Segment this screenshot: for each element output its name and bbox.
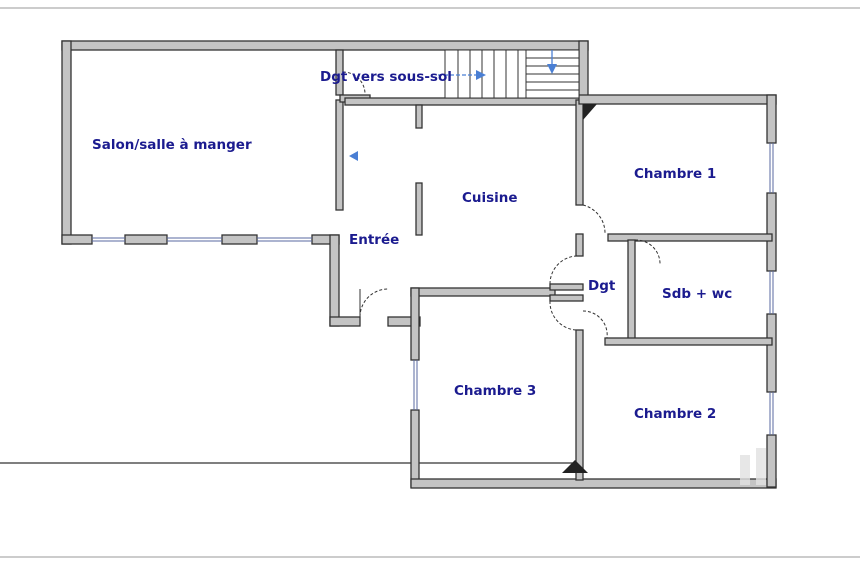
watermark [740,448,766,485]
label-dgt-sous-sol: Dgt vers sous-sol [320,69,452,85]
doors [342,71,661,339]
arrow-icon [349,151,358,161]
frame [0,7,860,558]
label-chambre2: Chambre 2 [634,406,716,422]
label-salon: Salon/salle à manger [92,137,252,153]
label-dgt: Dgt [588,278,616,294]
label-entree: Entrée [349,232,399,248]
corner-markers [562,104,597,473]
label-sdb: Sdb + wc [662,286,732,302]
label-chambre3: Chambre 3 [454,383,536,399]
label-chambre1: Chambre 1 [634,166,716,182]
walls [61,40,777,489]
windows [92,143,774,435]
label-cuisine: Cuisine [462,190,518,206]
staircase [438,49,580,99]
